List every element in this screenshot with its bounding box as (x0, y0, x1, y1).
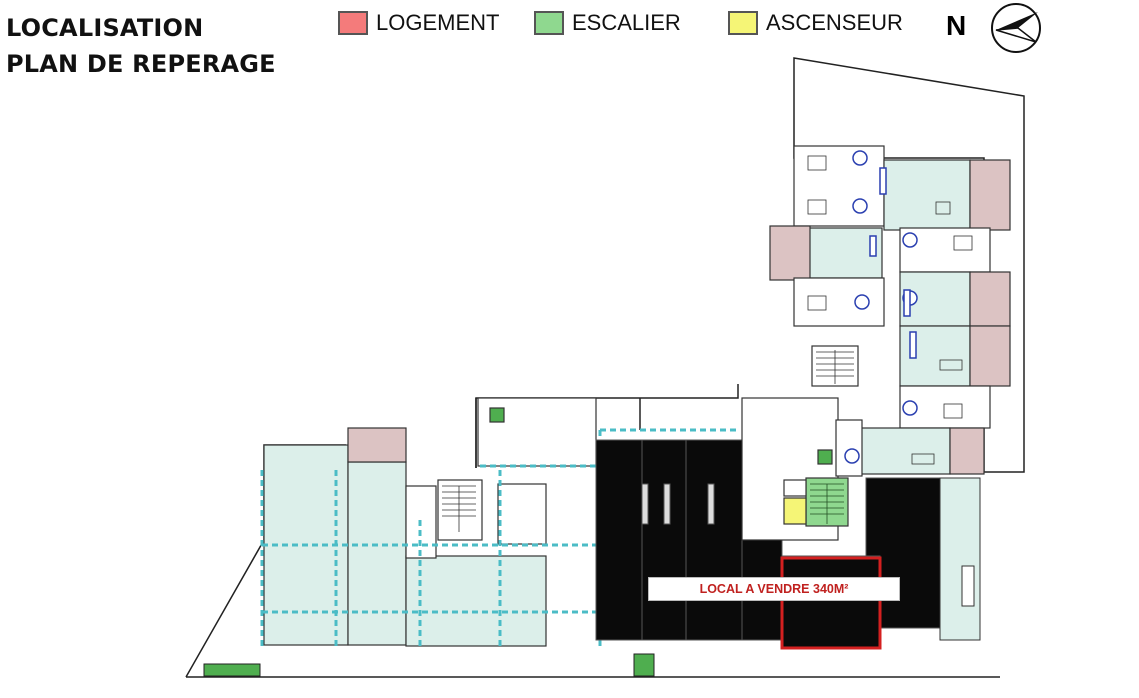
legend-label-logement: LOGEMENT (376, 10, 500, 35)
legend-swatch-escalier (534, 11, 564, 35)
parking-area (595, 439, 941, 649)
legend-swatch-ascenseur (728, 11, 758, 35)
furniture (807, 155, 973, 465)
ground-marker (203, 663, 261, 677)
left-apartment-block (263, 397, 597, 647)
stair-central (810, 483, 844, 524)
legend-item-ascenseur: ASCENSEUR (728, 9, 903, 37)
legend-item-logement: LOGEMENT (338, 9, 499, 37)
for-sale-callout: LOCAL A VENDRE 340M² (648, 577, 900, 601)
page-title: LOCALISATION PLAN DE REPERAGE (6, 10, 276, 82)
north-label: N (946, 10, 967, 41)
parking-ramp (939, 477, 981, 641)
north-arrow-icon (991, 3, 1041, 53)
legend-item-escalier: ESCALIER (534, 9, 681, 37)
legend-label-escalier: ESCALIER (572, 10, 681, 35)
stair-west (442, 485, 476, 532)
central-circulation (741, 397, 849, 541)
title-line-2: PLAN DE REPERAGE (6, 50, 276, 78)
legend-swatch-logement (338, 11, 368, 35)
entrance-marker (633, 653, 655, 677)
stair-east (816, 350, 854, 384)
east-residential-block (769, 145, 1011, 477)
title-line-1: LOCALISATION (6, 14, 204, 42)
legend-label-ascenseur: ASCENSEUR (766, 10, 903, 35)
sanitary-fixtures (844, 150, 918, 464)
for-sale-unit-outline (780, 556, 882, 650)
